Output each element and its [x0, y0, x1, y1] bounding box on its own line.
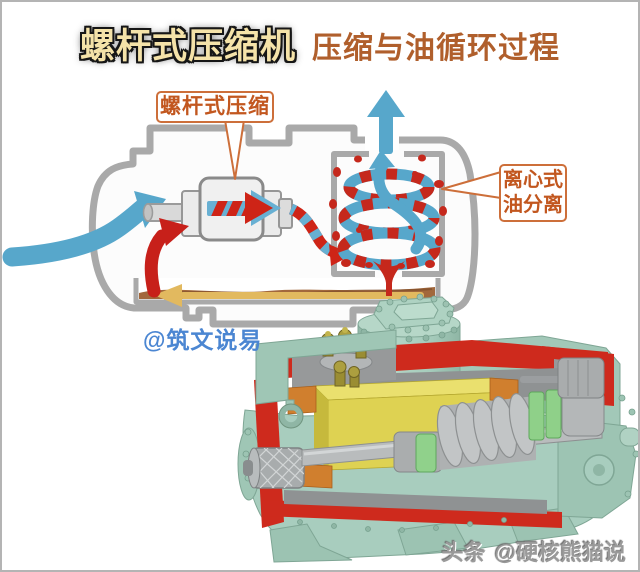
oil-droplets	[329, 154, 447, 269]
watermark: @筑文说易	[143, 327, 263, 353]
page-subtitle: 压缩与油循环过程	[312, 32, 560, 65]
oil-return-arrow-icon	[144, 218, 189, 298]
discharge-arrow-icon	[367, 90, 405, 154]
compressor-3d-render	[237, 293, 638, 563]
suction-strainer	[243, 447, 305, 489]
bearing-ring	[545, 389, 562, 439]
lower-cavity	[284, 490, 547, 514]
header: 螺杆式压缩机压缩与油循环过程	[2, 18, 638, 69]
lifting-eyebolt	[278, 399, 304, 429]
compression-arrow-icon	[207, 190, 281, 226]
callout-sep-line2: 油分离	[503, 194, 563, 216]
toutiao-logo: 头条	[441, 540, 486, 565]
brand-handle: @硬核熊猫说	[494, 540, 626, 565]
screw-compressor-unit	[142, 176, 293, 242]
valve-bracket	[255, 329, 397, 429]
callout-screw-compression: 螺杆式压缩	[156, 91, 274, 123]
callout-oil-separation: 离心式 油分离	[499, 164, 567, 222]
separation-spiral-icon	[337, 150, 441, 271]
oil-sump	[133, 278, 441, 307]
oil-drip-icon	[373, 261, 405, 296]
branding: 头条 @硬核熊猫说	[442, 535, 626, 567]
rotor-assembly	[243, 357, 605, 489]
balance-piston	[520, 357, 605, 399]
screw-rotor	[436, 392, 536, 470]
page-title: 螺杆式压缩机	[79, 27, 296, 66]
callout-sep-line1: 离心式	[503, 169, 563, 191]
callout-screw-label: 螺杆式压缩	[160, 95, 270, 118]
bearing-ring	[528, 391, 545, 441]
oil-flow-arrow-icon	[154, 284, 424, 307]
flange-bolts	[297, 517, 507, 533]
